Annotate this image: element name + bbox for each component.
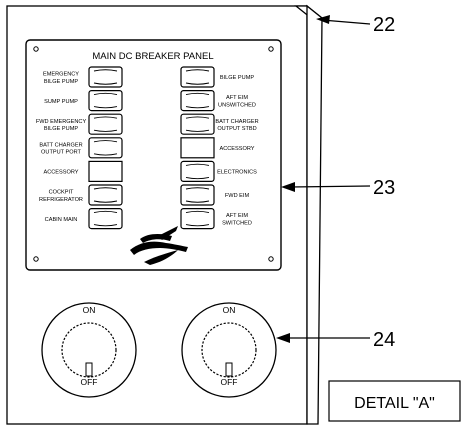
knob-on-label: ON xyxy=(83,305,96,315)
breaker-row: BATT CHARGER OUTPUT PORT xyxy=(39,137,123,159)
breaker-label: SUMP PUMP xyxy=(44,99,78,105)
breaker-blank-plate xyxy=(88,160,123,182)
breaker-row: BILGE PUMP xyxy=(180,66,254,88)
knob-knurled-grip xyxy=(201,322,257,378)
knob-off-label: OFF xyxy=(81,377,98,387)
arrow-head-icon xyxy=(316,15,330,24)
breaker-switch[interactable] xyxy=(88,208,123,230)
breaker-label: FWD EMERGENCY xyxy=(36,119,87,125)
screw-icon xyxy=(268,46,274,52)
breaker-label: ACCESSORY xyxy=(219,146,254,152)
knob-pointer xyxy=(85,362,93,377)
breaker-label: COCKPIT xyxy=(49,190,74,196)
breaker-label: REFRIGERATOR xyxy=(39,197,83,203)
breaker-label: UNSWITCHED xyxy=(218,102,256,108)
rotary-switch-right[interactable]: ON OFF xyxy=(181,302,277,398)
knob-outer-ring xyxy=(41,302,137,398)
breaker-label: BATT CHARGER xyxy=(215,119,258,125)
breaker-label: BATT CHARGER xyxy=(39,142,82,148)
knob-off-label: OFF xyxy=(221,377,238,387)
breaker-row: SUMP PUMP xyxy=(44,89,123,112)
breaker-label: BILGE PUMP xyxy=(44,126,78,132)
breaker-switch[interactable] xyxy=(88,89,123,112)
breaker-row: ACCESSORY xyxy=(180,137,255,159)
knob-pointer xyxy=(225,362,233,377)
breaker-blank-plate xyxy=(180,137,215,159)
breaker-row: FWD EIM xyxy=(180,184,250,206)
breaker-label: OUTPUT STBD xyxy=(217,126,256,132)
callout-23: 23 xyxy=(281,177,395,199)
breaker-switch[interactable] xyxy=(180,208,215,230)
detail-label: DETAIL "A" xyxy=(328,380,461,422)
screw-icon xyxy=(268,256,274,262)
breaker-row: ACCESSORY xyxy=(43,160,123,182)
breaker-switch[interactable] xyxy=(88,137,123,159)
breaker-label: SWITCHED xyxy=(222,220,252,226)
breaker-label: FWD EIM xyxy=(225,193,250,199)
callout-24: 24 xyxy=(276,329,395,351)
breaker-row: ELECTRONICS xyxy=(180,160,257,182)
callout-number: 22 xyxy=(373,14,395,36)
knob-knurled-grip xyxy=(61,322,117,378)
breaker-label: ELECTRONICS xyxy=(217,170,257,176)
callout-22: 22 xyxy=(316,14,395,36)
breaker-row: CABIN MAIN xyxy=(45,208,123,230)
knob-outer-ring xyxy=(181,302,277,398)
panel-title: MAIN DC BREAKER PANEL xyxy=(92,51,213,62)
callout-number: 24 xyxy=(373,329,395,351)
knob-on-label: ON xyxy=(223,305,236,315)
detail-label-box xyxy=(328,380,461,422)
arrow-head-icon xyxy=(276,333,290,343)
detail-label-text: DETAIL "A" xyxy=(354,395,435,412)
breaker-label: BILGE PUMP xyxy=(44,79,78,85)
enclosure-side-edge xyxy=(306,4,323,425)
breaker-switch[interactable] xyxy=(88,66,123,88)
breaker-label: ACCESSORY xyxy=(43,170,78,176)
breaker-switch[interactable] xyxy=(180,184,215,206)
breaker-switch[interactable] xyxy=(180,89,215,112)
breaker-label: BILGE PUMP xyxy=(220,75,254,81)
breaker-label: AFT EIM xyxy=(226,95,248,101)
breaker-label: AFT EIM xyxy=(226,213,248,219)
callout-number: 23 xyxy=(373,177,395,199)
rotary-switch-left[interactable]: ON OFF xyxy=(41,302,137,398)
breaker-label: CABIN MAIN xyxy=(45,217,78,223)
breaker-switch[interactable] xyxy=(88,184,123,206)
arrow-head-icon xyxy=(281,182,295,192)
breaker-switch[interactable] xyxy=(180,66,215,88)
breaker-switch[interactable] xyxy=(180,113,215,135)
brand-logo-icon xyxy=(130,226,188,265)
screw-icon xyxy=(33,46,39,52)
enclosure xyxy=(6,4,324,425)
breaker-switch[interactable] xyxy=(88,113,123,135)
screw-icon xyxy=(33,256,39,262)
breaker-switch[interactable] xyxy=(180,160,215,182)
breaker-label: OUTPUT PORT xyxy=(41,150,81,156)
breaker-label: EMERGENCY xyxy=(43,72,79,78)
